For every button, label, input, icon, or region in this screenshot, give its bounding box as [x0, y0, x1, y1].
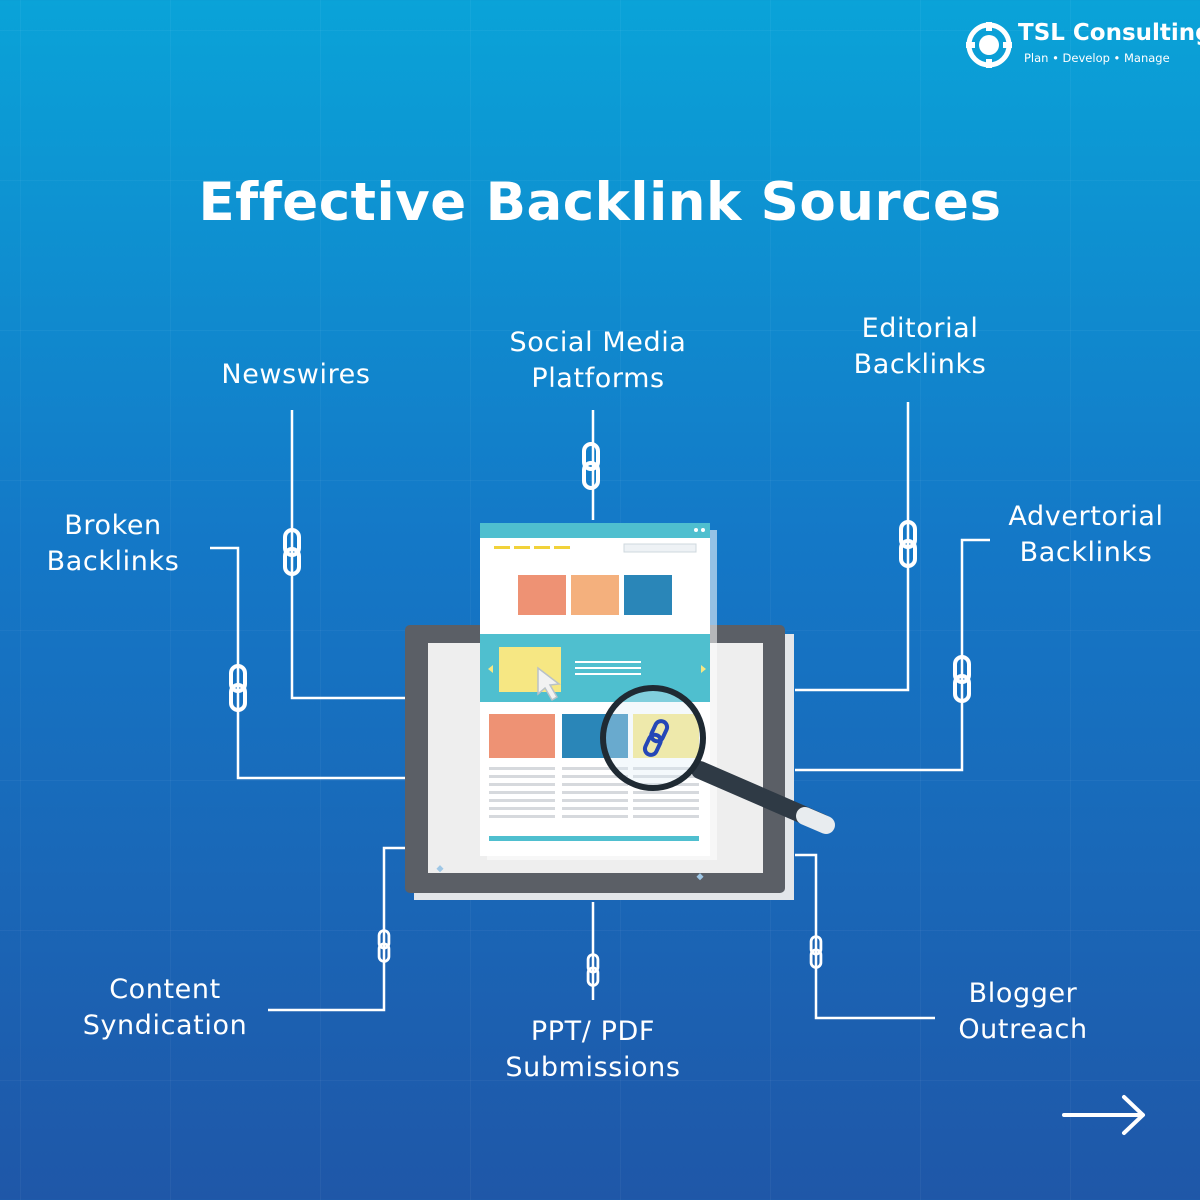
brand-tagline: Plan • Develop • Manage	[1024, 51, 1170, 65]
brand-name: TSL Consulting	[1018, 20, 1200, 46]
social-media-link-icon	[582, 442, 600, 490]
webpage-illustration	[480, 523, 717, 860]
right-arrow-icon[interactable]	[1060, 1090, 1150, 1140]
content-syndication-connector	[268, 846, 405, 1012]
advertorial-connector	[795, 538, 990, 772]
brand-logo: TSL Consulting Plan • Develop • Manage	[966, 20, 1200, 70]
magnifying-glass-icon	[600, 685, 835, 834]
label-newswires: Newswires	[221, 359, 371, 390]
editorial-connector	[795, 402, 910, 692]
mouse-pointer-icon	[537, 666, 561, 702]
newswires-connector	[290, 410, 405, 700]
tsl-target-logo-icon	[966, 22, 1012, 68]
broken-backlinks-connector	[210, 546, 405, 780]
page-title: Effective Backlink Sources	[198, 172, 1002, 233]
